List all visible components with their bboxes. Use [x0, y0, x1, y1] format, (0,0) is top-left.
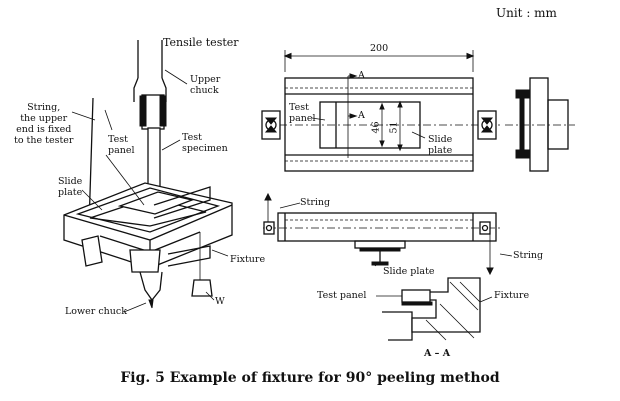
dim-51: 51 [388, 121, 400, 134]
figure-caption: Fig. 5 Example of fixture for 90° peelin… [120, 370, 500, 386]
section-marker-top: A [358, 70, 365, 81]
slide-plate-label-front: Slide plate [383, 266, 435, 277]
section-marker-bottom: A [358, 110, 365, 121]
fixture-label-left: Fixture [230, 254, 266, 265]
string-label: String, the upper end is fixed to the te… [14, 102, 74, 146]
slide-plate-label-top: Slide plate [428, 134, 453, 156]
tensile-tester-title: Tensile tester [163, 36, 239, 49]
upper-chuck-label: Upper chuck [190, 74, 221, 96]
test-specimen-label: Test specimen [182, 132, 228, 154]
dim-200: 200 [370, 43, 389, 54]
dim-46: 46 [370, 121, 382, 134]
test-panel-label-top: Test panel [289, 102, 316, 124]
section-a-a [376, 277, 493, 341]
top-view [261, 50, 500, 172]
front-view [263, 192, 513, 276]
string-label-right: String [513, 250, 544, 261]
side-view [505, 77, 575, 172]
slide-plate-label-left: Slide plate [58, 176, 83, 198]
weight-label: W [215, 296, 225, 307]
tensile-tester-isometric [63, 40, 233, 313]
test-panel-label-section: Test panel [317, 290, 367, 301]
fixture-label-section: Fixture [494, 290, 530, 301]
string-label-left: String [300, 197, 331, 208]
lower-chuck-label: Lower chuck [65, 306, 127, 317]
unit-label: Unit : mm [496, 6, 557, 20]
section-title: A – A [424, 348, 451, 359]
test-panel-label-left: Test panel [108, 134, 135, 156]
